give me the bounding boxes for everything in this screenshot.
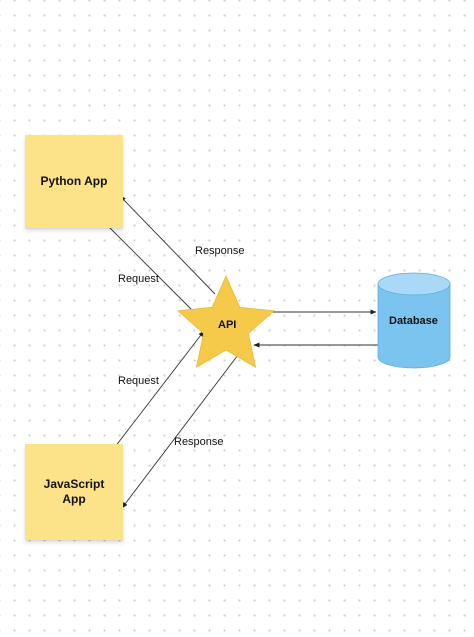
- python-request-label: Request: [118, 273, 159, 285]
- js-request-label: Request: [118, 375, 159, 387]
- python-request-arrow: [104, 222, 201, 319]
- js-response-arrow: [121, 354, 239, 509]
- database-label: Database: [389, 315, 438, 327]
- python-app-label: Python App: [40, 174, 108, 188]
- python-response-label: Response: [195, 245, 245, 257]
- javascript-app-note[interactable]: JavaScript App: [25, 444, 123, 540]
- api-star[interactable]: [177, 275, 275, 368]
- api-label: API: [218, 319, 237, 331]
- js-response-label: Response: [174, 436, 224, 448]
- python-app-note[interactable]: Python App: [25, 135, 123, 228]
- python-response-arrow: [119, 195, 216, 295]
- database-cylinder[interactable]: [377, 272, 451, 369]
- javascript-app-label: JavaScript App: [43, 477, 105, 506]
